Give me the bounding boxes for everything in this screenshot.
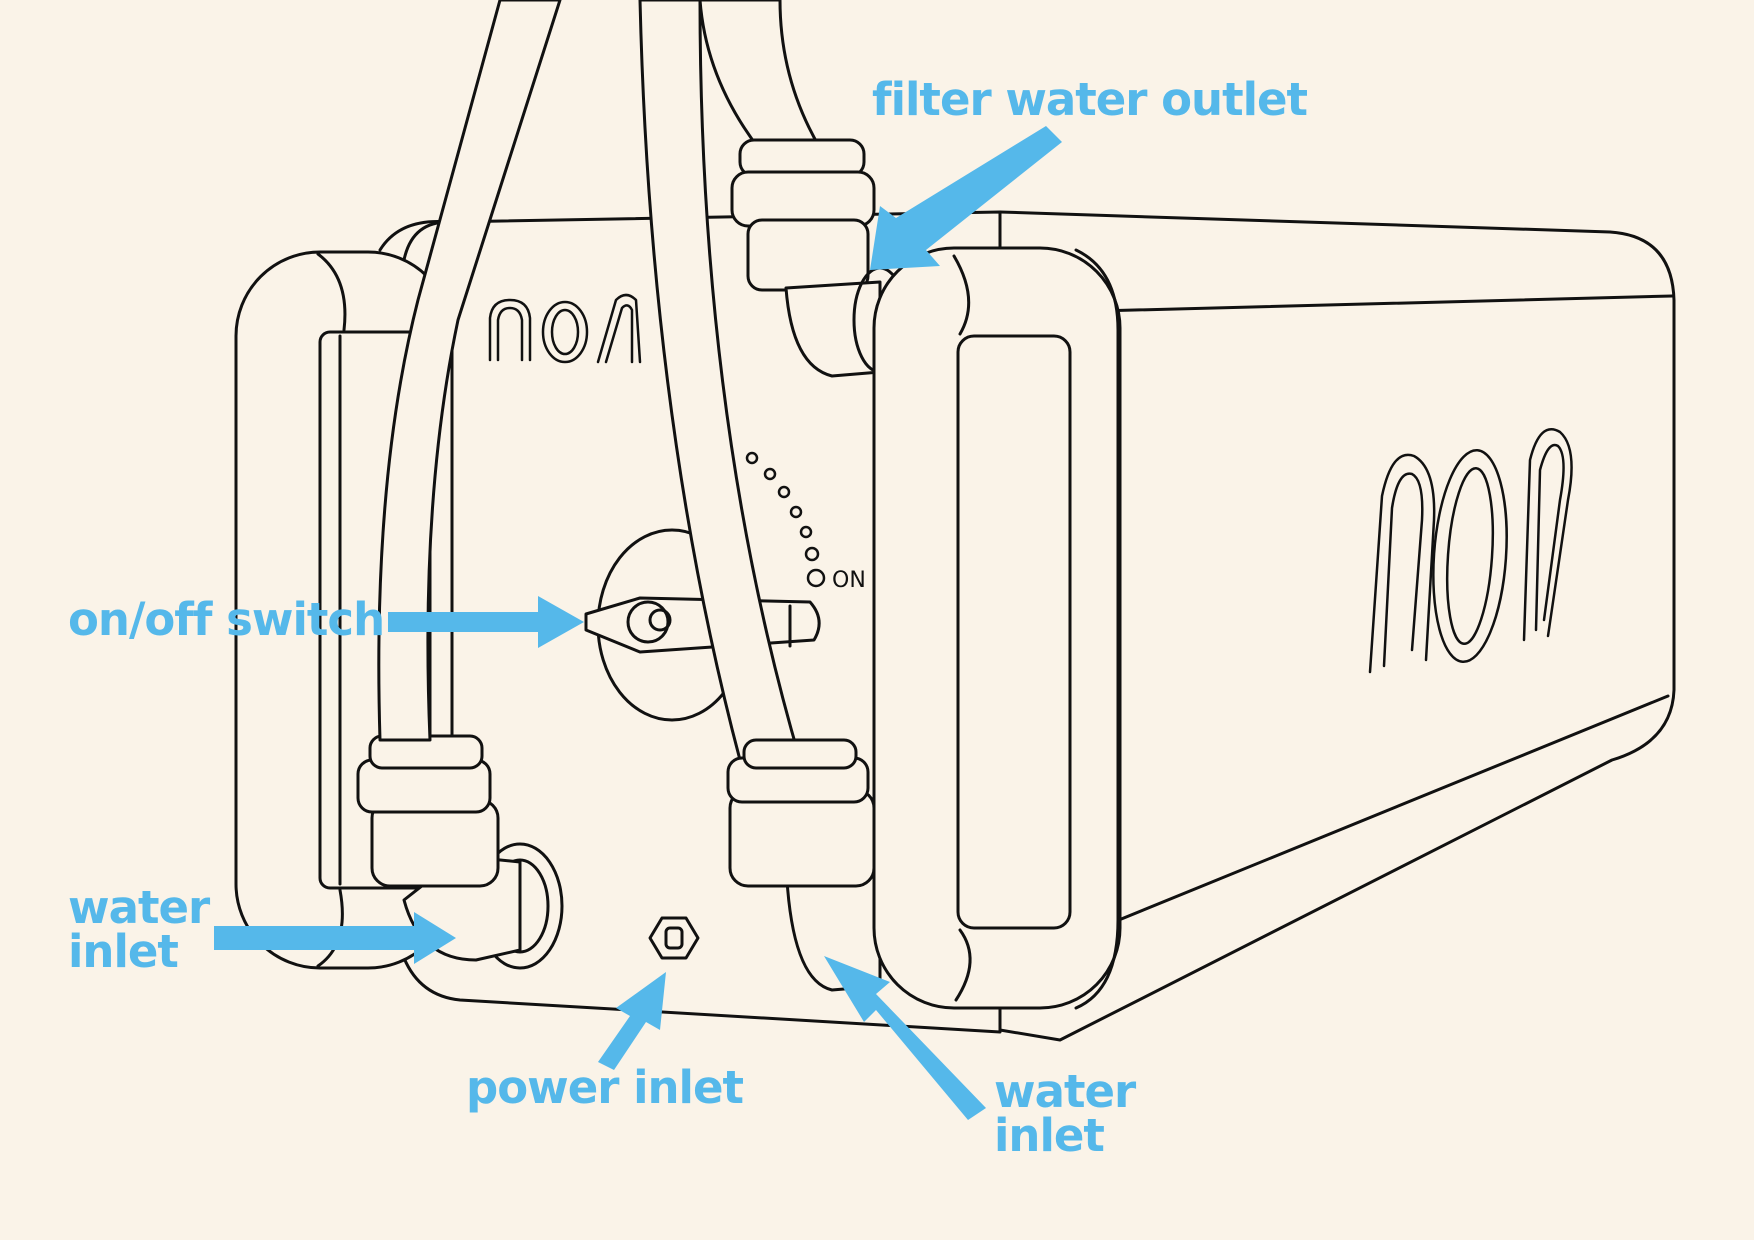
- front-logo: [488, 293, 642, 364]
- power-inlet-part: [648, 916, 700, 960]
- right-handle-inner: [956, 334, 1072, 930]
- label-filter-water-outlet: filter water outlet: [872, 73, 1308, 126]
- left-inlet-arrow: [214, 912, 456, 964]
- left-handle-inner: [318, 330, 432, 890]
- outlet-fitting: [730, 138, 908, 378]
- side-logo: [1368, 428, 1573, 674]
- label-on-off-switch: on/off switch: [68, 593, 385, 646]
- label-power-inlet: power inlet: [466, 1061, 744, 1114]
- right-inlet-arrow: [824, 956, 986, 1120]
- outlet-arrow: [870, 126, 1062, 270]
- side-top-edge: [1058, 294, 1674, 314]
- left-tube: [377, 0, 562, 742]
- power-arrow: [598, 972, 666, 1070]
- label-water-inlet-left: water inlet: [68, 881, 210, 978]
- switch-arrow: [388, 596, 584, 648]
- right-inlet-fitting: [726, 738, 882, 992]
- outlet-tube: [698, 0, 822, 152]
- side-bottom-edge: [1058, 694, 1670, 946]
- side-panel: [998, 210, 1676, 1042]
- switch-on-label: ON: [832, 568, 866, 593]
- label-water-inlet-right: water inlet: [994, 1065, 1136, 1162]
